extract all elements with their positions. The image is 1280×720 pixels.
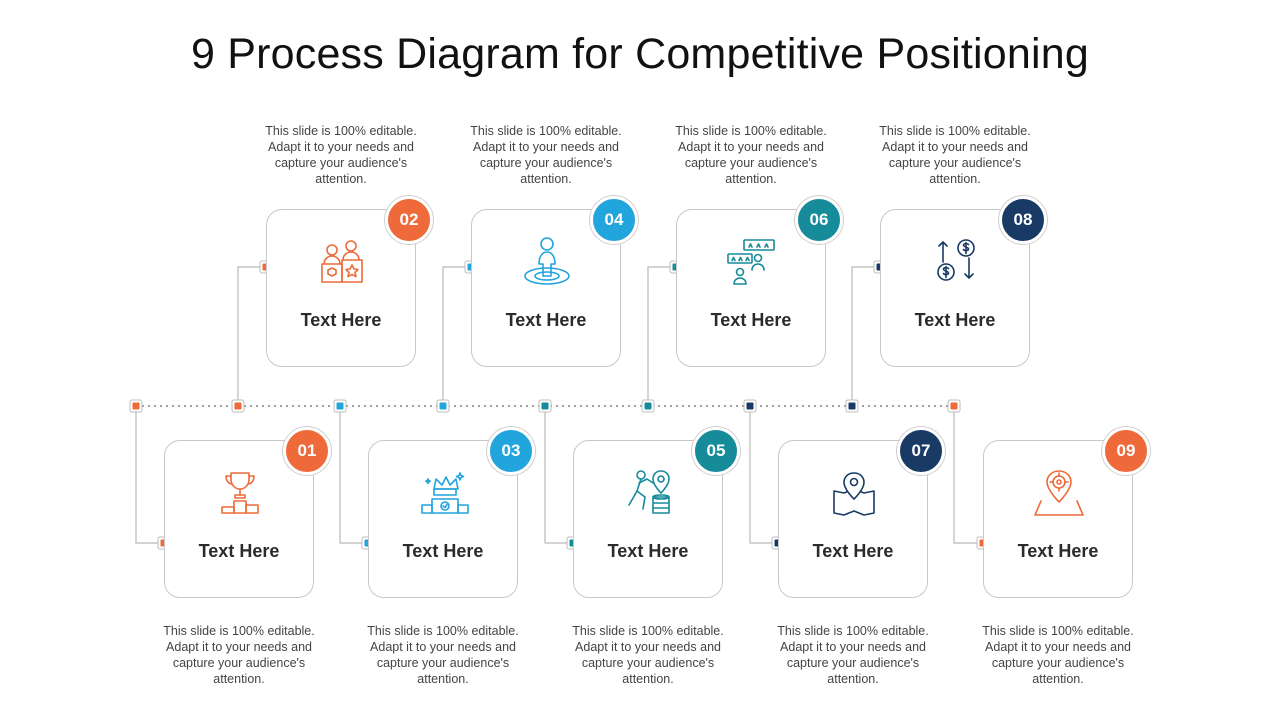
step-description: This slide is 100% editable. Adapt it to… <box>675 124 827 186</box>
map-pin-icon <box>824 467 884 523</box>
step-description: This slide is 100% editable. Adapt it to… <box>470 124 622 186</box>
trophy-podium-icon <box>210 467 270 523</box>
step-label: Text Here <box>198 541 280 561</box>
timeline-node-07-fill <box>746 402 754 410</box>
timeline-node-04-fill <box>439 402 447 410</box>
money-exchange-icon <box>926 236 986 292</box>
crown-podium-icon <box>414 467 474 523</box>
connector-line-07 <box>749 406 778 544</box>
timeline-node-05-fill <box>541 402 549 410</box>
page-title: 9 Process Diagram for Competitive Positi… <box>190 30 1090 78</box>
step-number-badge: 08 <box>999 196 1047 244</box>
step-number-badge: 02 <box>385 196 433 244</box>
step-description: This slide is 100% editable. Adapt it to… <box>163 624 315 686</box>
timeline-node-03-fill <box>336 402 344 410</box>
step-card-03: Text Here <box>368 440 518 598</box>
step-description: This slide is 100% editable. Adapt it to… <box>982 624 1134 686</box>
step-label: Text Here <box>300 310 382 330</box>
connector-line-02 <box>237 266 266 406</box>
timeline-node-06-fill <box>644 402 652 410</box>
step-number-badge: 06 <box>795 196 843 244</box>
connector-line-06 <box>647 266 676 406</box>
connector-line-09 <box>953 406 983 544</box>
step-label: Text Here <box>812 541 894 561</box>
timeline-node-01-fill <box>132 402 140 410</box>
step-description: This slide is 100% editable. Adapt it to… <box>265 124 417 186</box>
connector-line-08 <box>851 266 880 406</box>
connector-line-01 <box>135 406 164 544</box>
step-label: Text Here <box>710 310 792 330</box>
step-description: This slide is 100% editable. Adapt it to… <box>572 624 724 686</box>
step-description: This slide is 100% editable. Adapt it to… <box>367 624 519 686</box>
connector-line-03 <box>339 406 368 544</box>
step-number-badge: 01 <box>283 427 331 475</box>
step-number-badge: 09 <box>1102 427 1150 475</box>
step-number-badge: 03 <box>487 427 535 475</box>
target-map-icon <box>1029 467 1089 523</box>
step-description: This slide is 100% editable. Adapt it to… <box>777 624 929 686</box>
timeline-node-02-fill <box>234 402 242 410</box>
climber-location-icon <box>619 467 679 523</box>
step-label: Text Here <box>505 310 587 330</box>
person-target-icon <box>517 236 577 292</box>
step-label: Text Here <box>1017 541 1099 561</box>
rating-people-icon <box>722 236 782 292</box>
step-number-badge: 07 <box>897 427 945 475</box>
step-number-badge: 04 <box>590 196 638 244</box>
step-number-badge: 05 <box>692 427 740 475</box>
connector-line-05 <box>544 406 573 544</box>
step-label: Text Here <box>402 541 484 561</box>
step-label: Text Here <box>607 541 689 561</box>
timeline-node-09-fill <box>950 402 958 410</box>
step-description: This slide is 100% editable. Adapt it to… <box>879 124 1031 186</box>
step-label: Text Here <box>914 310 996 330</box>
connector-line-04 <box>442 266 471 406</box>
competitors-podium-icon <box>312 236 372 292</box>
timeline-node-08-fill <box>848 402 856 410</box>
